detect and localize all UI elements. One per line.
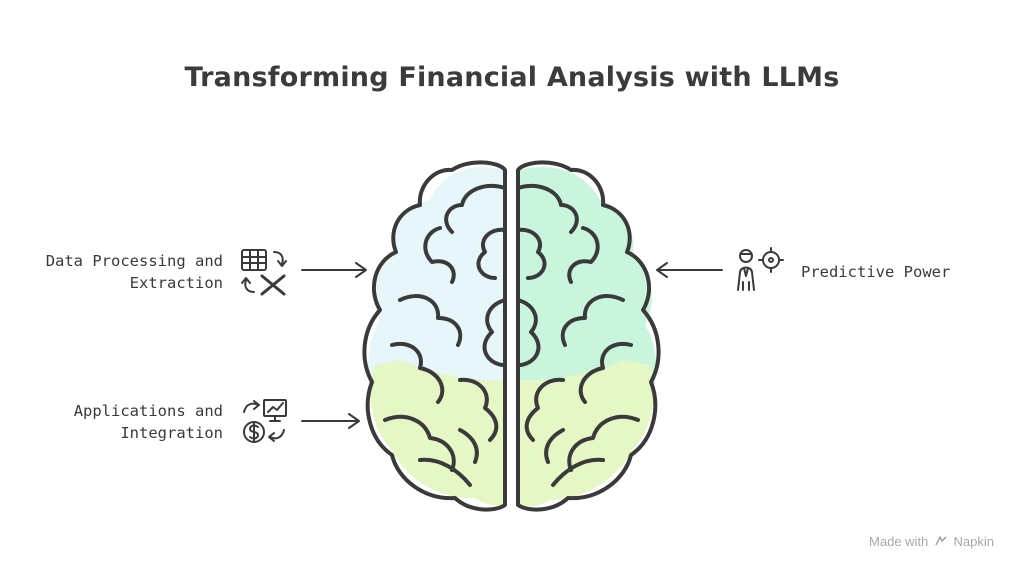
right-lower-fill [520,360,655,507]
label-data-processing-line2: Extraction [129,274,223,292]
brain-fills [368,166,657,507]
label-applications-line2: Integration [120,424,223,442]
left-hemisphere-outline [362,160,507,512]
right-hemisphere-outline [516,160,661,512]
footer-made-with: Made with [869,534,929,549]
person-target-icon [737,247,784,291]
label-data-processing-line1: Data Processing and [45,252,223,270]
label-predictive-power-line1: Predictive Power [801,263,951,281]
napkin-logo-icon [935,535,947,550]
page-title: Transforming Financial Analysis with LLM… [184,62,840,93]
brain-outline [362,160,661,512]
arrow-to-right [656,262,723,278]
chart-money-exchange-icon [243,399,287,443]
label-applications-line1: Applications and [73,402,223,420]
table-convert-icon [241,249,287,296]
arrows [301,262,723,429]
left-hemisphere-fill [368,166,503,400]
left-lower-fill [370,360,503,506]
footer-credit: Made with Napkin [869,534,994,550]
arrow-to-left-top [301,262,367,278]
footer-brand: Napkin [953,534,994,549]
label-predictive-power: Predictive Power [801,261,1001,283]
arrow-to-left-bottom [301,413,360,429]
right-hemisphere-fill [520,166,657,400]
label-applications: Applications and Integration [20,400,223,444]
label-data-processing: Data Processing and Extraction [20,250,223,294]
